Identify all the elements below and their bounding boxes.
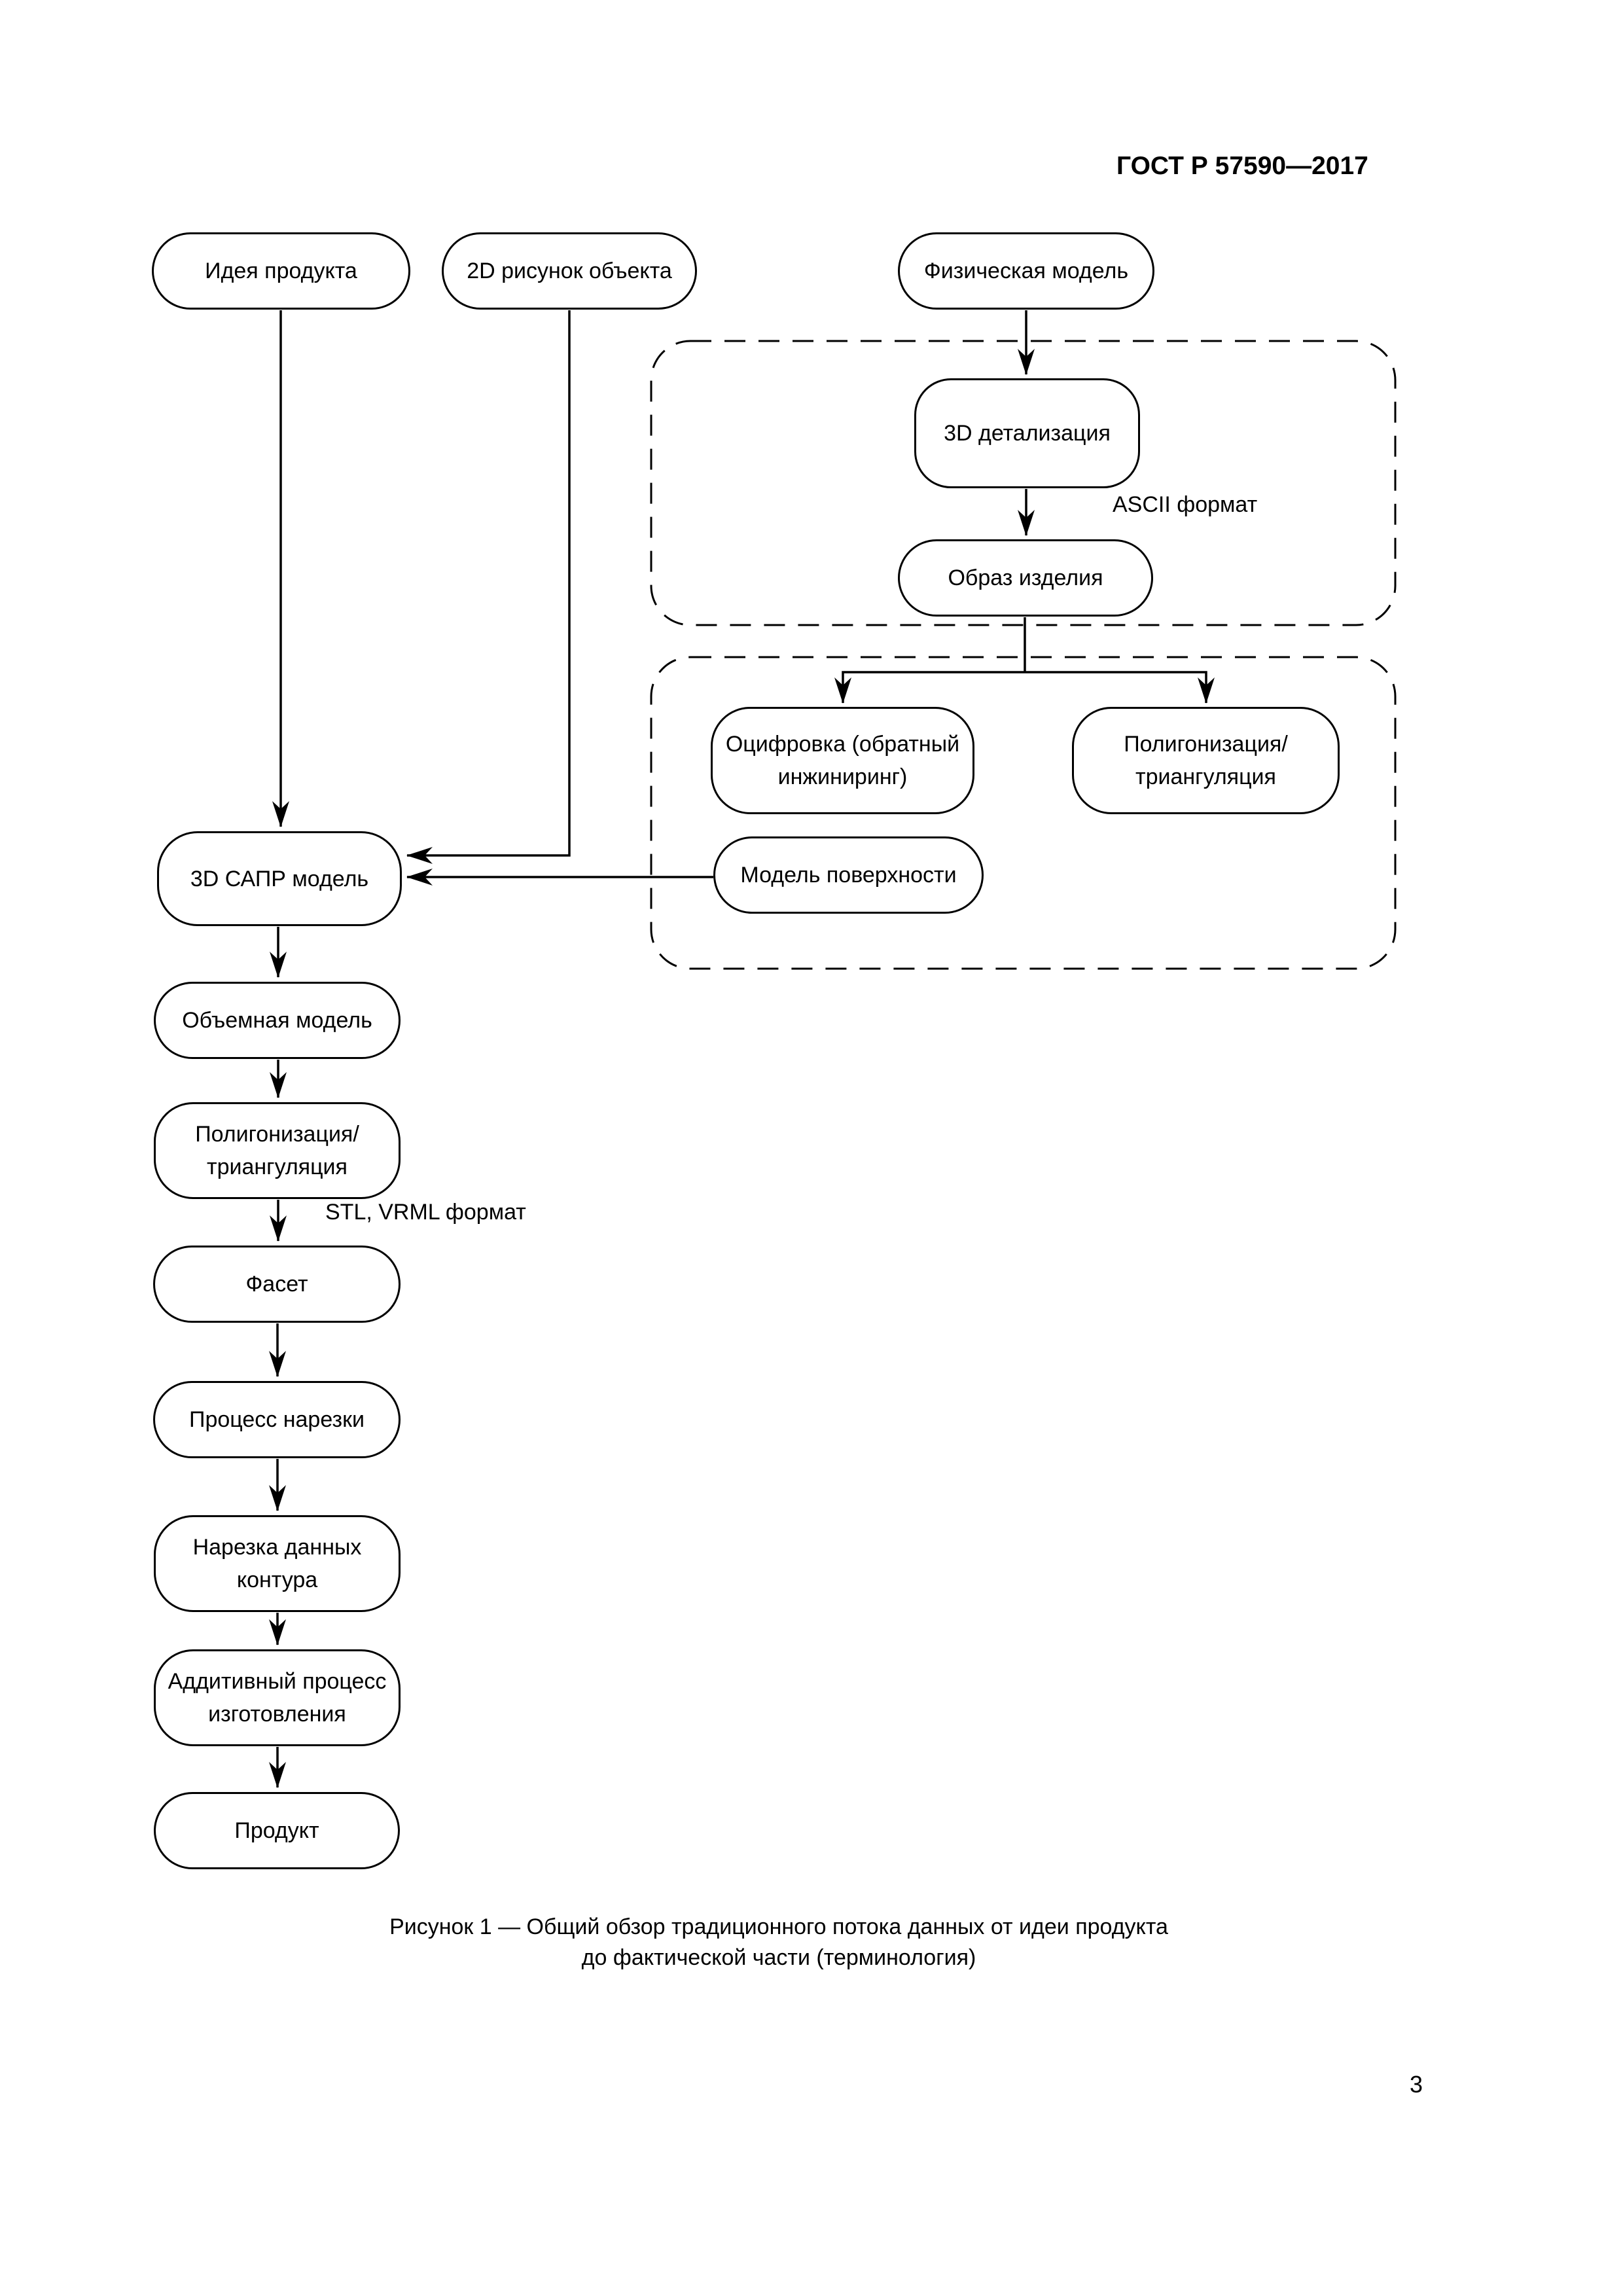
node-contour-data: Нарезка данных контура: [154, 1515, 401, 1612]
arrow-branch-to-digitizing: [834, 671, 1025, 704]
arrow-drawing2d-to-cad: [406, 310, 571, 864]
node-surface-model: Модель поверхности: [713, 836, 984, 914]
document-header: ГОСТ Р 57590—2017: [1116, 152, 1368, 180]
node-volume-model: Объемная модель: [154, 982, 401, 1059]
node-facet: Фасет: [153, 1246, 401, 1323]
node-3d-detailing: 3D детализация: [914, 378, 1140, 488]
node-product: Продукт: [154, 1792, 400, 1869]
label-stl-vrml-format: STL, VRML формат: [325, 1200, 526, 1225]
figure-caption: Рисунок 1 — Общий обзор традиционного по…: [389, 1914, 1168, 1970]
node-digitizing: Оцифровка (обратный инжиниринг): [711, 707, 974, 814]
node-product-image: Образ изделия: [898, 539, 1153, 617]
node-physical-model: Физическая модель: [898, 232, 1154, 310]
node-slicing-process: Процесс нарезки: [153, 1381, 401, 1458]
page-number: 3: [1410, 2071, 1423, 2098]
arrow-branch-to-polygonization-top: [1025, 671, 1215, 704]
node-polygonization-main: Полигонизация/ триангуляция: [154, 1102, 401, 1199]
dashed-group-digitization-prep: [650, 340, 1397, 626]
label-ascii-format: ASCII формат: [1113, 492, 1258, 517]
node-additive-process: Аддитивный процесс изготовления: [154, 1649, 401, 1746]
node-idea: Идея продукта: [152, 232, 410, 310]
node-2d-drawing: 2D рисунок объекта: [442, 232, 697, 310]
node-polygonization-top: Полигонизация/ триангуляция: [1072, 707, 1340, 814]
node-cad-model: 3D САПР модель: [157, 831, 402, 926]
